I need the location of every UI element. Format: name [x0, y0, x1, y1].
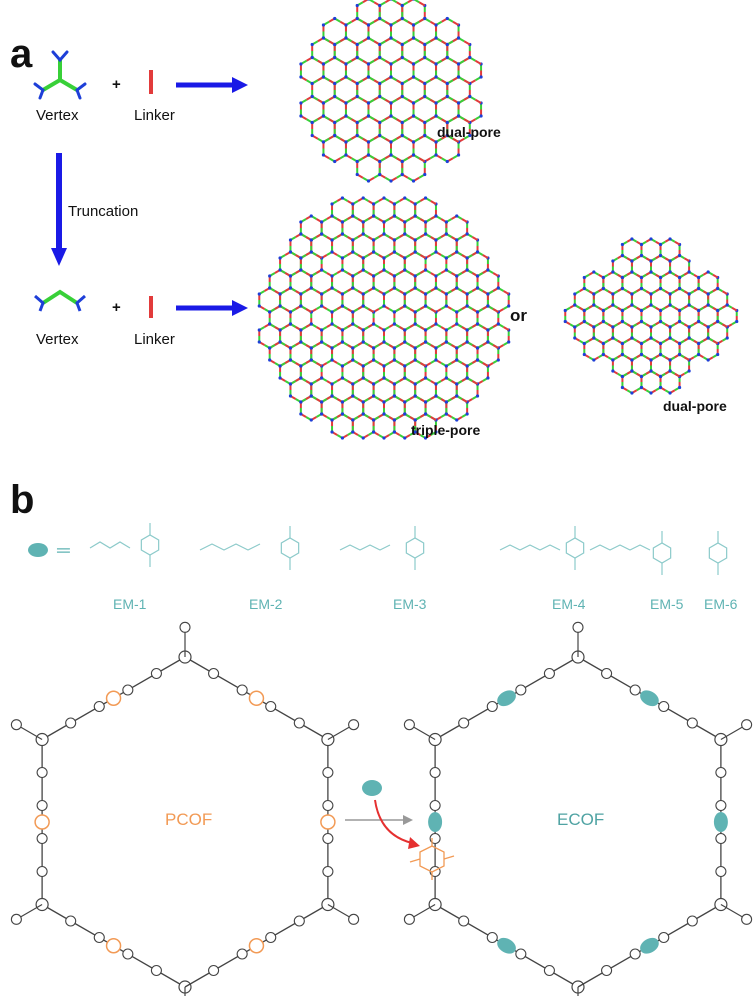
em-6-label: EM-6 — [704, 596, 738, 612]
release-arrow — [374, 799, 413, 844]
em-symbol-ellipse — [28, 543, 48, 557]
vertex-label-top: Vertex — [36, 107, 79, 124]
dual-pore-label-top: dual-pore — [437, 124, 501, 140]
dual-pore-label-bottom: dual-pore — [663, 398, 727, 414]
dual-pore-network-bottom — [563, 237, 739, 395]
em-3-label: EM-3 — [393, 596, 427, 612]
panel-b-letter: b — [10, 478, 35, 522]
plus-sign-top: + — [112, 76, 121, 93]
or-label: or — [510, 306, 527, 325]
release-arrowhead — [408, 837, 420, 849]
em-structures — [89, 523, 728, 575]
equals-sign: ═ — [57, 540, 70, 560]
vertex-label-bottom: Vertex — [36, 331, 79, 348]
triple-pore-label: triple-pore — [411, 422, 481, 438]
pcof-label: PCOF — [165, 810, 213, 829]
pcof-framework — [10, 621, 360, 996]
vertex-icon-three-arm — [33, 50, 87, 100]
linker-label-bottom: Linker — [134, 331, 175, 348]
em-4-label: EM-4 — [552, 596, 586, 612]
plus-sign-bottom: + — [112, 299, 121, 316]
conversion-arrow — [345, 815, 413, 825]
truncation-label: Truncation — [68, 203, 139, 220]
arrow-bottom — [176, 300, 248, 316]
ecof-label: ECOF — [557, 810, 605, 829]
released-dialdehyde — [409, 838, 455, 880]
em-5-label: EM-5 — [650, 596, 684, 612]
em-2-label: EM-2 — [249, 596, 283, 612]
dual-pore-network-top — [299, 0, 483, 183]
em-1-label: EM-1 — [113, 596, 147, 612]
panel-a-letter: a — [10, 32, 33, 76]
triple-pore-network — [257, 196, 511, 440]
ecof-framework — [403, 621, 753, 996]
arrow-top — [176, 77, 248, 93]
linker-label-top: Linker — [134, 107, 175, 124]
em-reactant-ellipse — [362, 780, 382, 796]
vertex-icon-two-arm — [34, 289, 86, 312]
truncation-arrow — [51, 153, 67, 266]
